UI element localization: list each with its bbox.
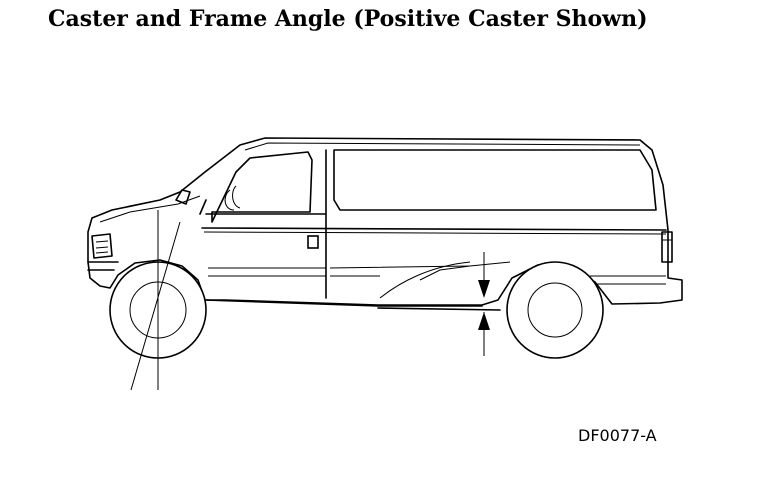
van-body: [87, 137, 683, 311]
figure-code: DF0077-A: [578, 426, 657, 445]
frame-height-arrow-lower: [478, 312, 490, 356]
rear-wheel: [506, 261, 604, 359]
page-title: Caster and Frame Angle (Positive Caster …: [48, 6, 648, 32]
steering-axis-caster-line: [130, 221, 181, 391]
frame-height-arrow-upper: [478, 252, 490, 298]
